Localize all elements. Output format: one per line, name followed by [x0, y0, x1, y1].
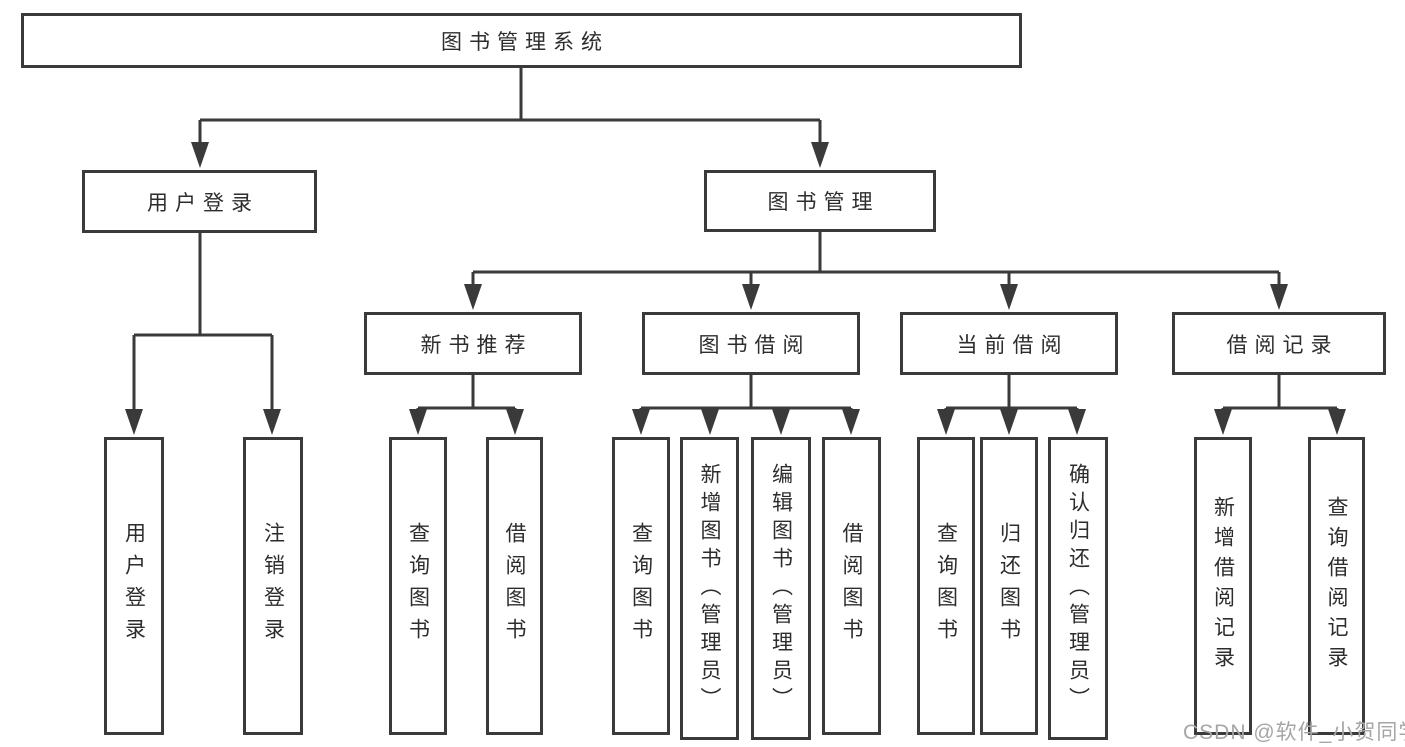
- arrowhead-icon: [1214, 409, 1232, 435]
- node-label: 编辑图书（管理员）: [769, 462, 793, 715]
- leaf-borrow-books-borrowing: 借阅图书: [822, 437, 881, 735]
- node-label: 当前借阅: [956, 333, 1069, 357]
- node-label: 图书借阅: [698, 333, 811, 357]
- leaf-return-books: 归还图书: [980, 437, 1038, 735]
- csdn-watermark: CSDN @软件_小贺同学: [1183, 721, 1405, 744]
- node-label: 图书管理: [767, 191, 880, 214]
- node-label: 查询图书: [406, 522, 430, 650]
- leaf-user-login: 用户登录: [104, 437, 164, 735]
- leaf-edit-books-admin: 编辑图书（管理员）: [751, 437, 811, 740]
- node-user-login: 用户登录: [82, 170, 317, 233]
- leaf-confirm-return-admin: 确认归还（管理员）: [1048, 437, 1108, 740]
- arrowhead-icon: [409, 409, 427, 435]
- arrowhead-icon: [772, 409, 790, 435]
- arrowhead-icon: [464, 284, 482, 310]
- arrowhead-icon: [1000, 284, 1018, 310]
- leaf-query-books-current: 查询图书: [917, 437, 975, 735]
- leaf-logout: 注销登录: [243, 437, 303, 735]
- node-label: 确认归还（管理员）: [1066, 462, 1090, 715]
- node-label: 借阅图书: [840, 522, 863, 650]
- node-label: 注销登录: [261, 522, 285, 650]
- node-label: 新书推荐: [420, 333, 533, 357]
- node-borrowing-records: 借阅记录: [1172, 312, 1386, 375]
- leaf-borrow-books-newbook: 借阅图书: [486, 437, 543, 735]
- leaf-add-books-admin: 新增图书（管理员）: [680, 437, 739, 740]
- leaf-query-borrow-record: 查询借阅记录: [1308, 437, 1365, 735]
- arrowhead-icon: [1328, 409, 1346, 435]
- leaf-query-books-borrowing: 查询图书: [612, 437, 670, 735]
- node-label: 查询图书: [934, 522, 958, 650]
- arrowhead-icon: [632, 409, 650, 435]
- node-label: 用户登录: [147, 191, 259, 215]
- node-new-book-recommendation: 新书推荐: [364, 312, 582, 375]
- arrowhead-icon: [1270, 284, 1288, 310]
- arrowhead-icon: [1068, 409, 1086, 435]
- node-label: 新增图书（管理员）: [698, 462, 721, 715]
- node-label: 借阅图书: [503, 522, 526, 650]
- arrowhead-icon: [937, 409, 955, 435]
- node-label: 查询借阅记录: [1325, 496, 1348, 676]
- node-library-management-system: 图书管理系统: [21, 13, 1022, 68]
- node-current-borrowing: 当前借阅: [900, 312, 1118, 375]
- node-label: 新增借阅记录: [1211, 496, 1235, 676]
- arrowhead-icon: [191, 142, 209, 168]
- node-label: 归还图书: [997, 522, 1021, 650]
- arrowhead-icon: [701, 409, 719, 435]
- leaf-query-books-newbook: 查询图书: [389, 437, 447, 735]
- arrowhead-icon: [742, 284, 760, 310]
- node-book-borrowing: 图书借阅: [642, 312, 860, 375]
- node-book-management: 图书管理: [704, 170, 936, 232]
- arrowhead-icon: [125, 409, 143, 435]
- node-label: 借阅记录: [1226, 333, 1339, 357]
- node-label: 查询图书: [629, 522, 653, 650]
- node-label: 用户登录: [122, 522, 146, 650]
- arrowhead-icon: [1000, 409, 1018, 435]
- arrowhead-icon: [842, 409, 860, 435]
- leaf-add-borrow-record: 新增借阅记录: [1194, 437, 1252, 735]
- arrowhead-icon: [506, 409, 524, 435]
- arrowhead-icon: [263, 409, 281, 435]
- node-label: 图书管理系统: [441, 30, 609, 54]
- arrowhead-icon: [811, 142, 829, 168]
